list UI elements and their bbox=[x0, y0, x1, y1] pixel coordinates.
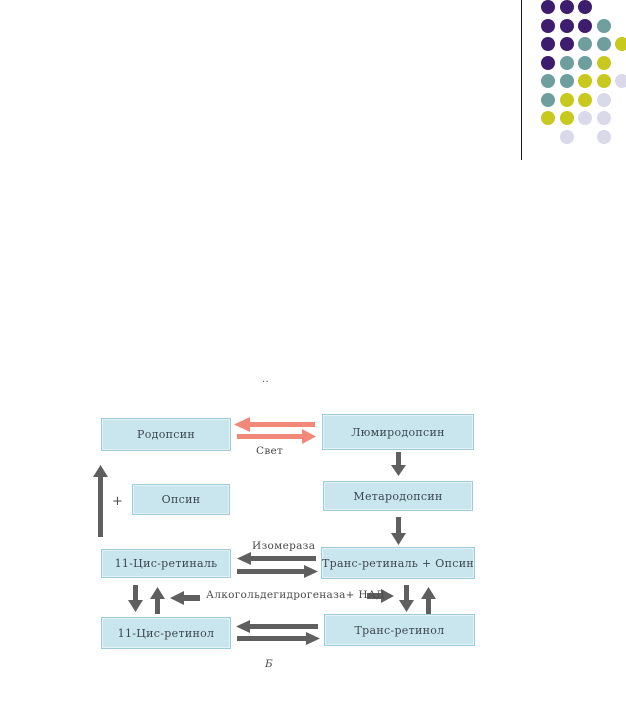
isomerase-arrow-left bbox=[237, 552, 316, 565]
box-trans-retinal-opsin: Транс-ретиналь + Опсин bbox=[321, 547, 475, 579]
decor-dot bbox=[559, 92, 574, 107]
box-cis-retinol: 11-Цис-ретинол bbox=[101, 617, 231, 649]
decor-dot bbox=[541, 111, 555, 125]
decor-dot bbox=[541, 74, 555, 88]
arrow-down-trans-retinal-retinol bbox=[399, 585, 414, 612]
arrow-up-cis-retinol-retinal bbox=[150, 587, 165, 614]
decor-dot bbox=[578, 92, 592, 107]
decor-dot bbox=[615, 37, 626, 51]
slide-divider-line bbox=[521, 0, 522, 160]
decor-dot bbox=[559, 37, 574, 51]
isomerase-arrow-right bbox=[237, 565, 318, 578]
decor-dot bbox=[559, 74, 574, 88]
decor-dot bbox=[541, 92, 555, 107]
box-trans-retinol: Транс-ретинол bbox=[324, 614, 475, 646]
decor-dot bbox=[559, 129, 574, 144]
decor-dot bbox=[596, 129, 611, 144]
label-adh-nad: Алкогольдегидрогеназа+ НАД bbox=[206, 589, 385, 601]
decor-dot bbox=[541, 55, 555, 70]
decor-dot bbox=[578, 18, 592, 33]
decor-dot bbox=[578, 55, 592, 70]
box-rhodopsin: Родопсин bbox=[101, 418, 231, 451]
decor-dot bbox=[578, 74, 592, 88]
arrow-down-lumi-meta bbox=[391, 452, 406, 476]
arrow-down-cis-retinal-retinol bbox=[128, 585, 143, 612]
decor-dot bbox=[578, 0, 592, 14]
box-metarhodopsin: Метародопсин bbox=[323, 481, 473, 511]
arrow-up-to-rhodopsin bbox=[93, 465, 108, 537]
decor-dot bbox=[615, 74, 626, 88]
adh-arrow-left bbox=[170, 591, 200, 605]
decor-dot bbox=[596, 92, 611, 107]
box-opsin: Опсин bbox=[132, 484, 230, 515]
label-isomerase: Изомераза bbox=[252, 540, 316, 552]
retinol-arrow-right bbox=[237, 632, 320, 645]
top-mark: .. bbox=[262, 374, 269, 385]
retinol-arrow-left bbox=[236, 620, 318, 633]
arrow-down-meta-trans bbox=[391, 517, 406, 545]
decor-dot bbox=[559, 55, 574, 70]
arrow-up-trans-retinol-retinal bbox=[421, 587, 436, 614]
decor-dot bbox=[596, 55, 611, 70]
box-lumirhodopsin: Люмиродопсин bbox=[322, 414, 474, 450]
decor-dot bbox=[559, 0, 574, 14]
label-plus: + bbox=[112, 494, 124, 509]
decor-dot bbox=[578, 37, 592, 51]
decor-dot bbox=[596, 18, 611, 33]
decor-dot bbox=[559, 18, 574, 33]
decor-dot bbox=[541, 0, 555, 14]
decor-dot bbox=[578, 111, 592, 125]
label-light: Свет bbox=[256, 445, 284, 457]
decor-dot bbox=[596, 37, 611, 51]
box-cis-retinal: 11-Цис-ретиналь bbox=[101, 549, 231, 578]
decor-dot bbox=[541, 37, 555, 51]
decor-dot bbox=[559, 111, 574, 125]
light-arrow-right bbox=[237, 429, 316, 444]
decor-dot bbox=[596, 111, 611, 125]
decor-dot bbox=[596, 74, 611, 88]
decor-dot bbox=[541, 18, 555, 33]
adh-arrow-right bbox=[367, 589, 394, 603]
figure-letter: Б bbox=[265, 658, 274, 670]
light-arrow-left bbox=[234, 417, 315, 432]
